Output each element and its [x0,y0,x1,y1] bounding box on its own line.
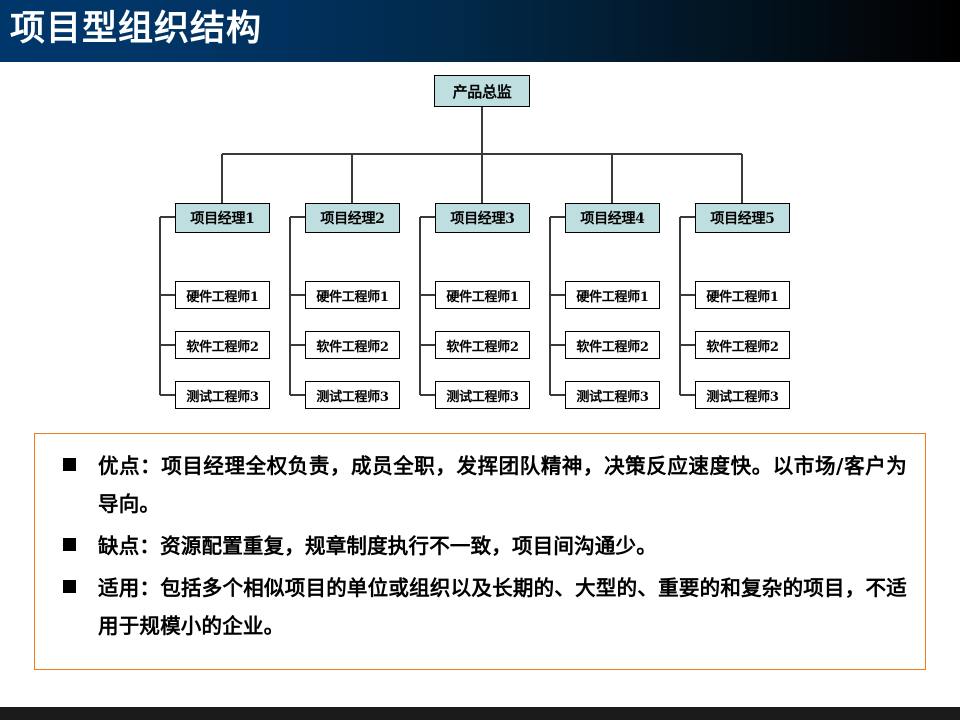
org-node-staff-5-1-label: 硬件工程师1 [706,289,779,305]
org-chart-connectors [159,107,743,396]
org-node-manager-2[interactable]: 项目经理2 [305,203,400,233]
org-node-staff-2-2[interactable]: 软件工程师2 [305,331,400,359]
org-node-staff-3-3[interactable]: 测试工程师3 [435,381,530,409]
bullet-advantages-text: 优点：项目经理全权负责，成员全职，发挥团队精神，决策反应速度快。以市场/客户为导… [98,454,907,516]
org-node-manager-2-label: 项目经理2 [320,211,385,227]
org-node-manager-3[interactable]: 项目经理3 [435,203,530,233]
bullet-applicability-text: 适用：包括多个相似项目的单位或组织以及长期的、大型的、重要的和复杂的项目，不适用… [98,576,907,638]
org-node-manager-5[interactable]: 项目经理5 [695,203,790,233]
org-chart: 产品总监 项目经理1 项目经理2 项目经理3 项目经理4 项目经理5 硬件工程师… [0,62,960,427]
bullet-item-applicability: 适用：包括多个相似项目的单位或组织以及长期的、大型的、重要的和复杂的项目，不适用… [53,569,907,645]
org-node-staff-4-2[interactable]: 软件工程师2 [565,331,660,359]
org-node-staff-2-1[interactable]: 硬件工程师1 [305,281,400,309]
org-node-staff-5-1[interactable]: 硬件工程师1 [695,281,790,309]
org-node-staff-4-3[interactable]: 测试工程师3 [565,381,660,409]
slide-title-bar: 项目型组织结构 [0,0,960,62]
org-node-staff-1-3-label: 测试工程师3 [186,389,259,405]
notes-panel: 优点：项目经理全权负责，成员全职，发挥团队精神，决策反应速度快。以市场/客户为导… [34,433,926,670]
org-node-staff-5-2-label: 软件工程师2 [706,339,779,355]
org-node-staff-2-2-label: 软件工程师2 [316,339,389,355]
org-node-staff-1-2[interactable]: 软件工程师2 [175,331,270,359]
org-node-staff-4-2-label: 软件工程师2 [576,339,649,355]
slide-footer-bar [0,707,960,720]
org-node-staff-1-3[interactable]: 测试工程师3 [175,381,270,409]
page-title: 项目型组织结构 [10,9,263,49]
org-node-staff-1-1[interactable]: 硬件工程师1 [175,281,270,309]
org-node-staff-3-1-label: 硬件工程师1 [446,289,519,305]
org-node-manager-4[interactable]: 项目经理4 [565,203,660,233]
org-node-staff-4-1[interactable]: 硬件工程师1 [565,281,660,309]
org-node-executive-label: 产品总监 [452,82,512,101]
org-node-staff-2-3[interactable]: 测试工程师3 [305,381,400,409]
square-bullet-icon [63,580,76,593]
org-node-staff-1-2-label: 软件工程师2 [186,339,259,355]
org-node-manager-3-label: 项目经理3 [450,211,515,227]
org-node-staff-3-1[interactable]: 硬件工程师1 [435,281,530,309]
org-node-staff-5-3-label: 测试工程师3 [706,389,779,405]
square-bullet-icon [63,538,76,551]
org-node-staff-4-3-label: 测试工程师3 [576,389,649,405]
org-node-staff-5-2[interactable]: 软件工程师2 [695,331,790,359]
org-node-staff-4-1-label: 硬件工程师1 [576,289,649,305]
org-node-staff-5-3[interactable]: 测试工程师3 [695,381,790,409]
org-node-manager-1[interactable]: 项目经理1 [175,203,270,233]
org-node-executive[interactable]: 产品总监 [434,75,530,107]
bullet-item-advantages: 优点：项目经理全权负责，成员全职，发挥团队精神，决策反应速度快。以市场/客户为导… [53,447,907,523]
org-node-staff-3-3-label: 测试工程师3 [446,389,519,405]
org-node-manager-4-label: 项目经理4 [580,211,645,227]
bullet-disadvantages-text: 缺点：资源配置重复，规章制度执行不一致，项目间沟通少。 [98,534,657,558]
org-node-manager-5-label: 项目经理5 [710,211,775,227]
org-node-staff-3-2-label: 软件工程师2 [446,339,519,355]
org-node-staff-3-2[interactable]: 软件工程师2 [435,331,530,359]
bullet-item-disadvantages: 缺点：资源配置重复，规章制度执行不一致，项目间沟通少。 [53,527,907,565]
org-node-manager-1-label: 项目经理1 [190,211,255,227]
org-node-staff-1-1-label: 硬件工程师1 [186,289,259,305]
square-bullet-icon [63,458,76,471]
org-node-staff-2-3-label: 测试工程师3 [316,389,389,405]
org-node-staff-2-1-label: 硬件工程师1 [316,289,389,305]
